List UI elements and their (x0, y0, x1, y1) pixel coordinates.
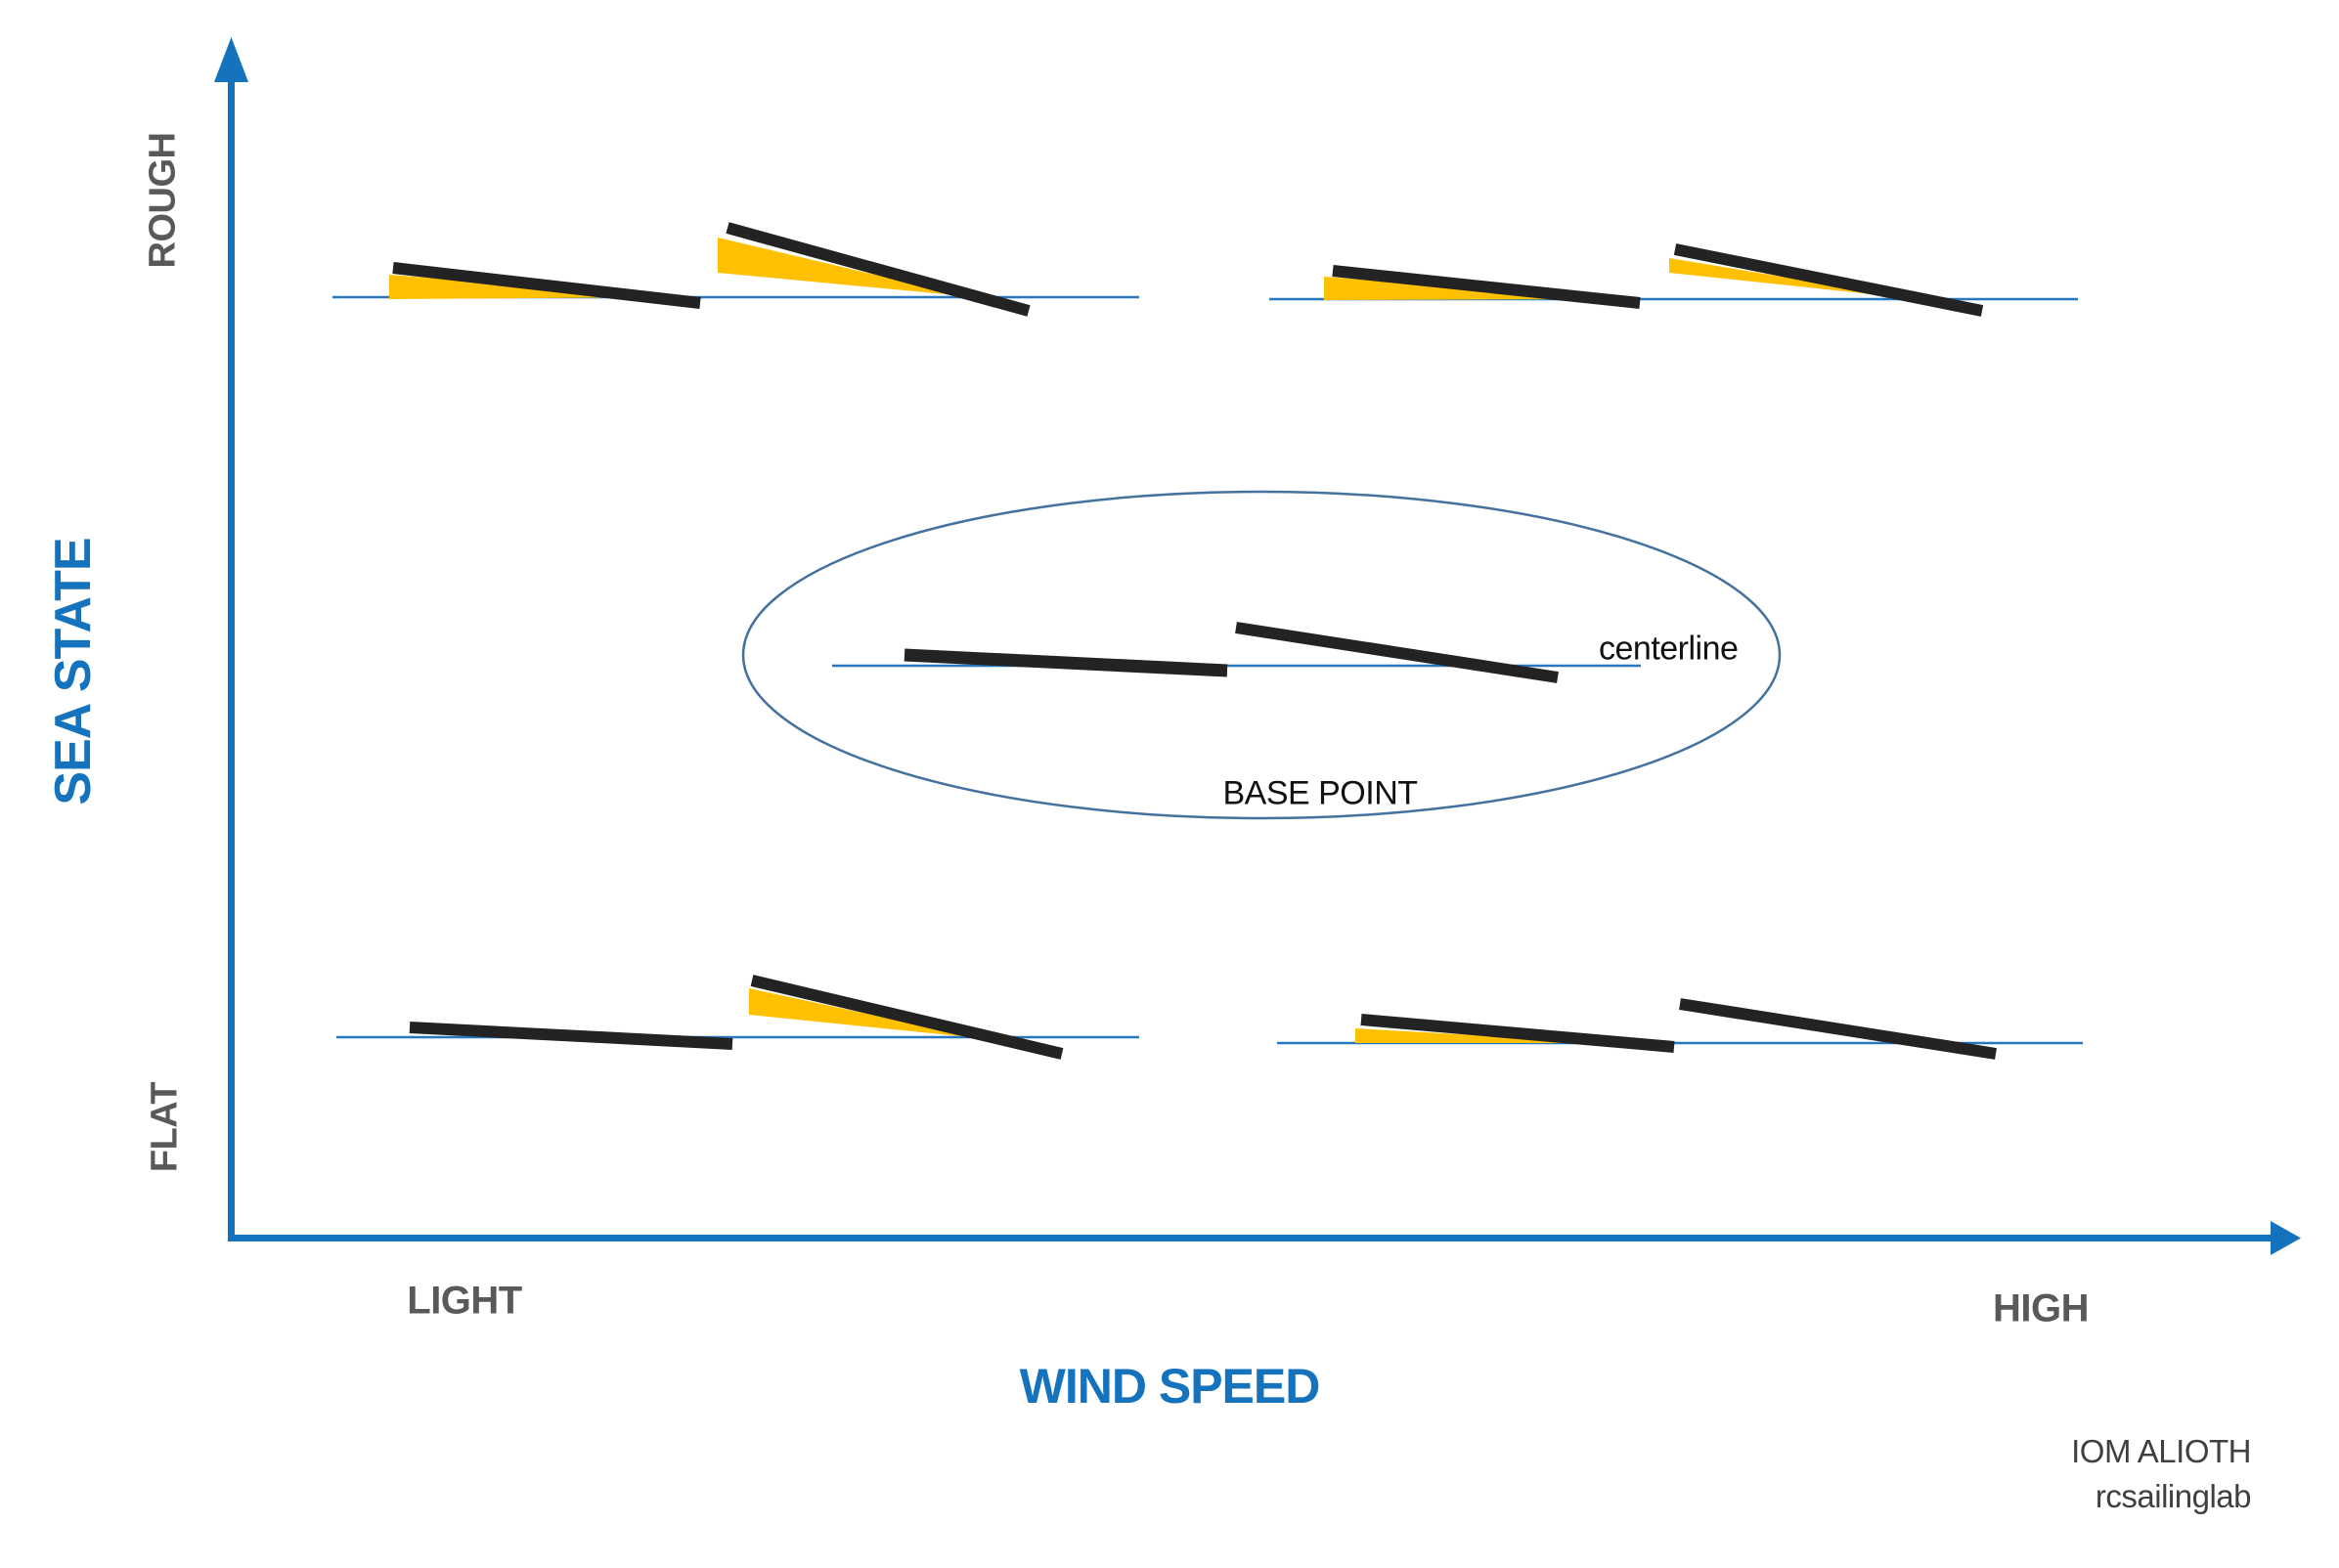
credit-boat-name: IOM ALIOTH (2071, 1433, 2251, 1469)
boom-line-rough-high-1 (1332, 265, 1641, 309)
centerline-annotation: centerline (1599, 630, 1739, 668)
y-tick-rough: ROUGH (142, 132, 184, 269)
boom-line-base-point-2 (1235, 622, 1559, 683)
x-axis-arrow (2271, 1221, 2301, 1255)
x-tick-high: HIGH (1993, 1286, 2090, 1330)
y-tick-flat: FLAT (144, 1081, 186, 1173)
boom-line-base-point-1 (904, 648, 1228, 677)
y-axis-arrow (214, 37, 248, 82)
credit-block: IOM ALIOTH rcsailinglab (2071, 1429, 2251, 1519)
boom-line-flat-light-2 (750, 975, 1064, 1060)
x-axis-title: WIND SPEED (1019, 1359, 1321, 1414)
boom-line-rough-light-2 (726, 222, 1031, 317)
boom-line-rough-light-1 (392, 262, 701, 309)
boom-line-flat-high-2 (1679, 998, 1997, 1060)
x-tick-light: LIGHT (407, 1279, 522, 1323)
y-axis-title: SEA STATE (45, 538, 102, 806)
boom-line-flat-light-1 (409, 1022, 733, 1050)
base-point-ellipse (741, 490, 1782, 820)
base-point-caption: BASE POINT (1222, 774, 1418, 812)
credit-author: rcsailinglab (2095, 1478, 2252, 1515)
boom-line-rough-high-2 (1673, 243, 1984, 317)
boom-line-flat-high-1 (1360, 1014, 1675, 1053)
